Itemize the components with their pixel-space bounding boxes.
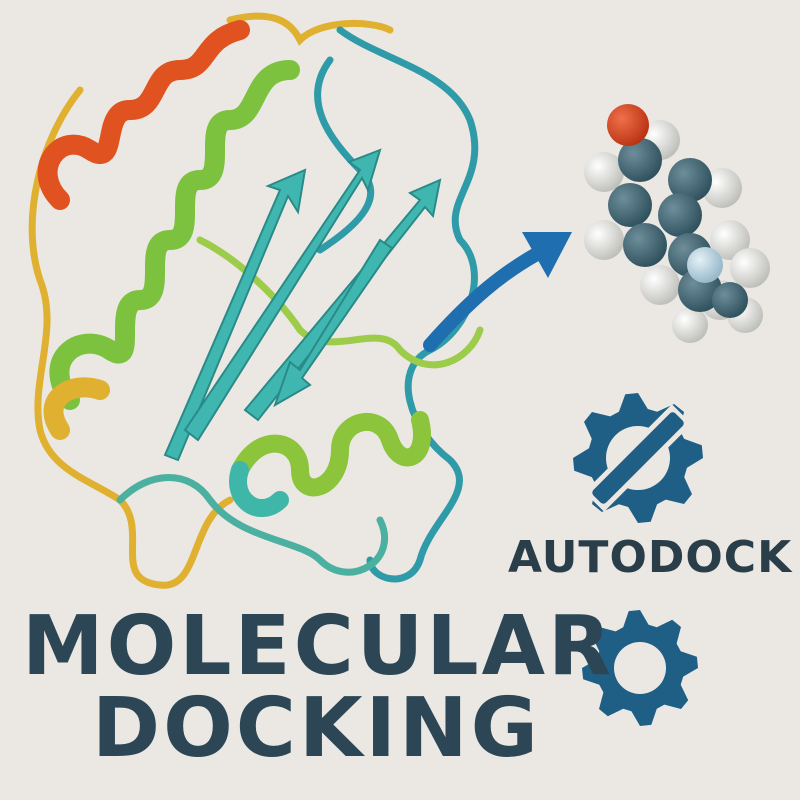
title-line-2: DOCKING [92,681,541,776]
gear-shape [582,610,698,726]
beta-strand [163,148,442,462]
gear-slash-bar [592,412,684,504]
gear-icon [582,610,698,726]
docking-arrow-icon [423,232,572,352]
title-line-1: MOLECULAR [22,599,615,694]
gear-icon [573,393,703,523]
autodock-label: AUTODOCK [508,532,793,583]
protein-ribbon-icon [28,12,484,589]
ligand-molecule-icon [584,104,770,343]
